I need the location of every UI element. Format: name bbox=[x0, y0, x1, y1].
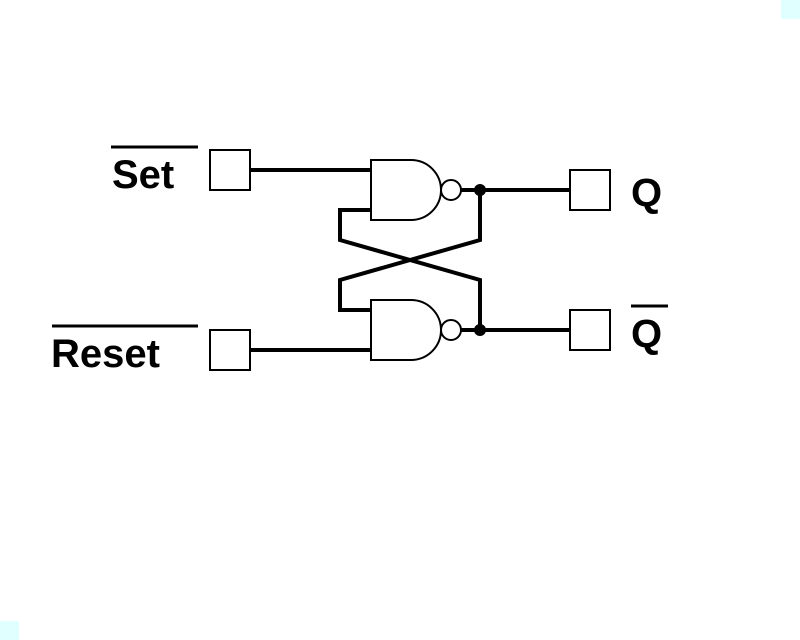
junction-dot-q-bar bbox=[474, 324, 486, 336]
nand-gate-bottom-body bbox=[370, 299, 442, 361]
q-bar-label: Q bbox=[631, 312, 662, 356]
feedback-wire-q-to-bottom-gate bbox=[338, 190, 482, 312]
q-label: Q bbox=[631, 171, 662, 215]
reset-label: Reset bbox=[51, 332, 160, 376]
nand-gate-top-bubble bbox=[440, 179, 462, 201]
junction-dot-q bbox=[474, 184, 486, 196]
q-output-terminal[interactable] bbox=[569, 169, 611, 211]
nand-gate-top-body bbox=[370, 159, 442, 221]
reset-input-terminal[interactable] bbox=[209, 329, 251, 371]
corner-marker-bottom-left bbox=[0, 621, 19, 640]
q-bar-output-terminal[interactable] bbox=[569, 309, 611, 351]
nand-gate-bottom-bubble bbox=[440, 319, 462, 341]
nand-gate-top bbox=[370, 159, 462, 221]
set-input-terminal[interactable] bbox=[209, 149, 251, 191]
nand-gate-bottom bbox=[370, 299, 462, 361]
corner-marker-top-right bbox=[781, 0, 800, 19]
feedback-wire-q-bar-to-top-gate bbox=[338, 208, 482, 330]
set-label: Set bbox=[112, 153, 174, 197]
